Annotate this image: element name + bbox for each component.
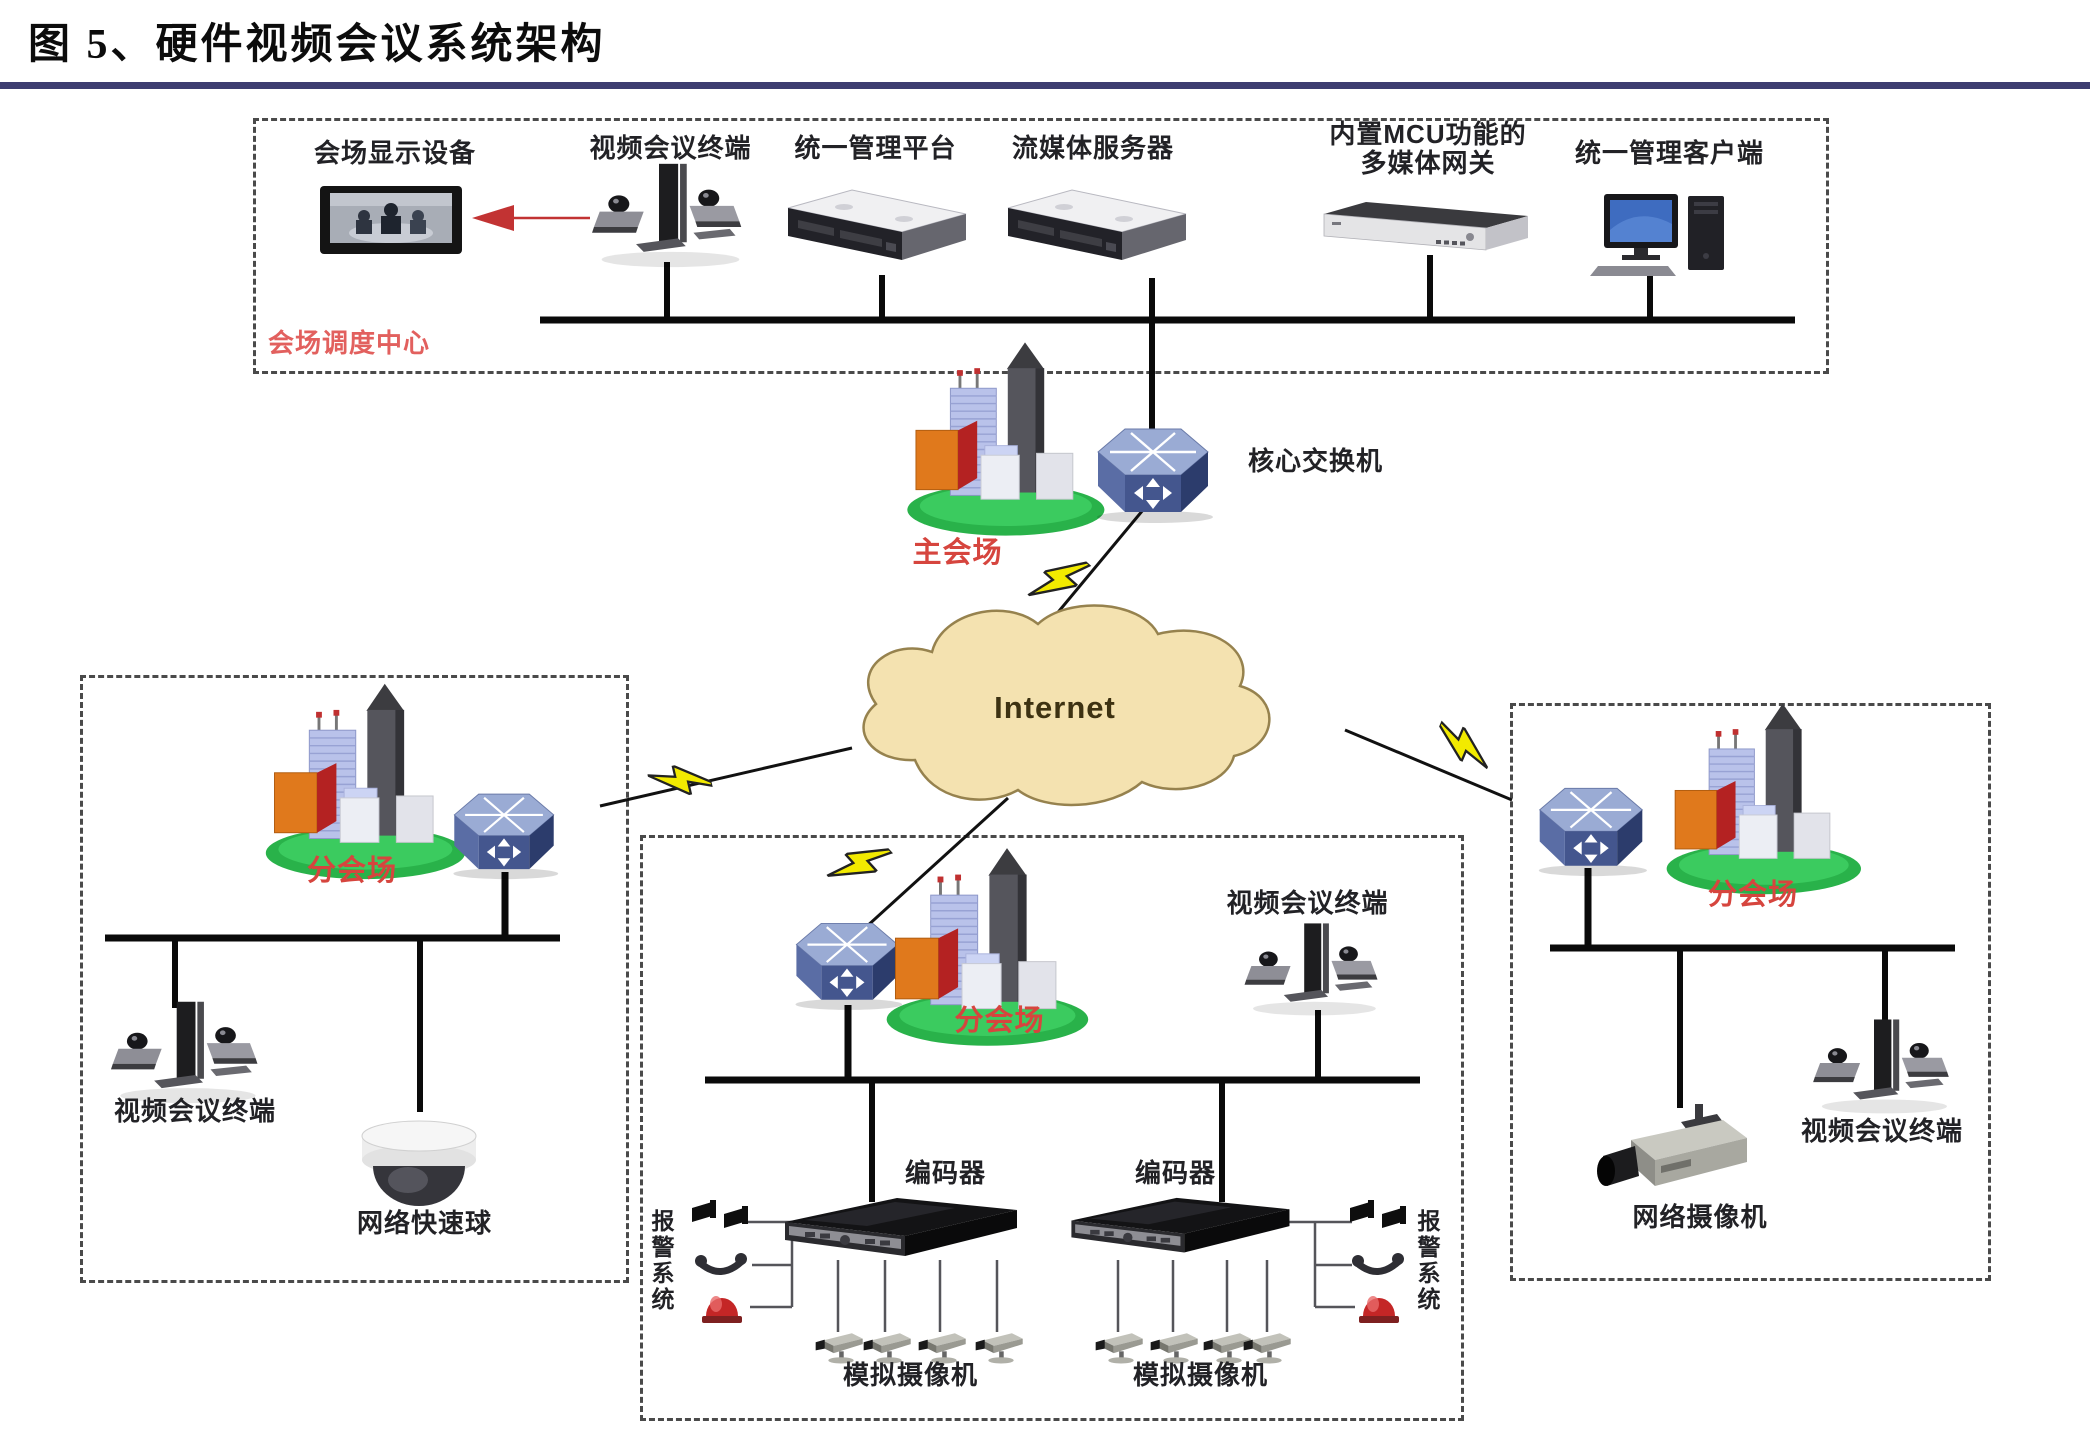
management-client-label: 统一管理客户端	[1574, 138, 1764, 168]
encoder-right-icon	[1062, 1194, 1297, 1262]
left-terminal-icon	[95, 998, 280, 1106]
right-terminal-icon	[1798, 1016, 1970, 1116]
center-terminal-icon	[1228, 920, 1400, 1018]
alarm-right-label: 报警系统	[1414, 1208, 1440, 1313]
management-platform-server-icon	[782, 186, 974, 278]
dispatch-center-label: 会场调度中心	[268, 328, 431, 358]
right-switch-icon	[1520, 780, 1662, 877]
encoder-left-label: 编码器	[904, 1158, 986, 1188]
left-terminal-label: 视频会议终端	[113, 1096, 276, 1126]
video-terminal-icon	[585, 160, 755, 270]
analog-camera-icon	[1240, 1326, 1298, 1364]
analog-cameras-right-label: 模拟摄像机	[1132, 1360, 1268, 1390]
dispatch-terminal-label: 视频会议终端	[589, 133, 752, 163]
siren-icon	[690, 1198, 752, 1238]
mcu-gateway-label-line2: 多媒体网关	[1360, 148, 1496, 178]
right-terminal-label: 视频会议终端	[1800, 1116, 1963, 1146]
analog-camera-icon	[860, 1326, 918, 1364]
phone-sensor-icon	[1352, 1248, 1404, 1284]
network-camera-label: 网络摄像机	[1632, 1202, 1768, 1232]
center-branch-box	[640, 835, 1464, 1421]
center-terminal-label: 视频会议终端	[1226, 888, 1389, 918]
analog-camera-icon	[1092, 1326, 1150, 1364]
right-branch-box	[1510, 703, 1991, 1281]
internet-label: Internet	[994, 690, 1116, 725]
analog-camera-icon	[915, 1326, 973, 1364]
left-switch-icon	[435, 786, 573, 880]
display-device-label: 会场显示设备	[313, 138, 476, 168]
mcu-gateway-label: 内置MCU功能的 多媒体网关	[1308, 120, 1548, 178]
streaming-server-icon	[1002, 186, 1194, 278]
display-device-icon	[320, 186, 462, 258]
management-platform-label: 统一管理平台	[794, 133, 957, 163]
speed-dome-icon	[348, 1110, 490, 1212]
analog-camera-icon	[972, 1326, 1030, 1364]
streaming-server-label: 流媒体服务器	[1011, 133, 1174, 163]
core-switch-label: 核心交换机	[1248, 446, 1384, 476]
management-client-pc-icon	[1588, 190, 1736, 284]
figure-title: 图 5、硬件视频会议系统架构	[28, 22, 606, 68]
left-venue-label: 分会场	[306, 855, 397, 887]
analog-camera-icon	[1147, 1326, 1205, 1364]
network-camera-icon	[1595, 1100, 1765, 1206]
phone-sensor-icon	[695, 1248, 747, 1284]
speed-dome-label: 网络快速球	[356, 1208, 492, 1238]
center-venue-label: 分会场	[954, 1005, 1045, 1037]
left-branch-box	[80, 675, 629, 1283]
main-venue-label: 主会场	[912, 537, 1003, 569]
mcu-gateway-label-line1: 内置MCU功能的	[1329, 119, 1527, 149]
right-venue-label: 分会场	[1707, 879, 1798, 911]
siren-icon	[1348, 1198, 1410, 1238]
right-venue-city-icon	[1652, 698, 1870, 898]
title-underline	[0, 82, 2090, 89]
alarm-beacon-icon	[698, 1284, 746, 1328]
core-switch-icon	[1078, 420, 1228, 524]
alarm-left-label: 报警系统	[648, 1208, 674, 1313]
encoder-right-label: 编码器	[1134, 1158, 1216, 1188]
mcu-gateway-icon	[1318, 198, 1536, 260]
alarm-beacon-icon	[1355, 1284, 1403, 1328]
analog-cameras-left-label: 模拟摄像机	[842, 1360, 978, 1390]
encoder-left-icon	[775, 1194, 1025, 1266]
